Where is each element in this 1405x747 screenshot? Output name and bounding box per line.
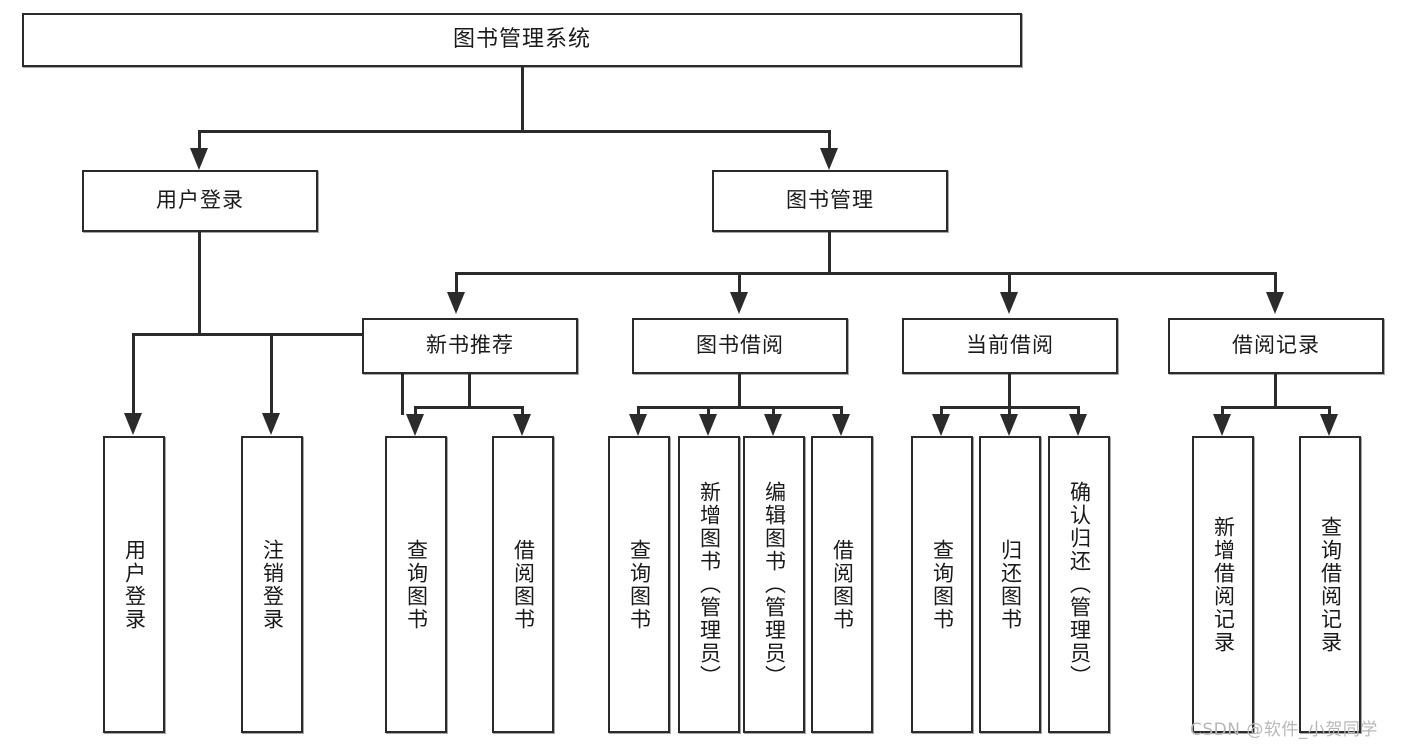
edge-user-login-stem bbox=[198, 232, 201, 335]
node-label: 图书管理 bbox=[786, 188, 874, 213]
edge-drop-new-book-recommend bbox=[455, 272, 458, 294]
node-label: 归还图书 bbox=[998, 538, 1023, 631]
edge-level2-bus bbox=[198, 130, 831, 133]
node-leaf-edit-book[interactable]: 编辑图书（管理员） bbox=[743, 436, 805, 733]
arrow-to-leaf-return-book bbox=[1000, 414, 1018, 436]
arrow-to-leaf-logout-login bbox=[262, 413, 280, 435]
node-leaf-query-record[interactable]: 查询借阅记录 bbox=[1299, 436, 1361, 733]
node-book-manage[interactable]: 图书管理 bbox=[712, 170, 948, 232]
node-borrow-record[interactable]: 借阅记录 bbox=[1168, 318, 1384, 374]
edge-drop-b2 bbox=[840, 406, 843, 418]
edge-drop-leaf-user-login bbox=[132, 333, 135, 415]
arrow-to-new-book-recommend bbox=[447, 292, 465, 314]
edge-drop-book-borrow bbox=[738, 272, 741, 294]
node-leaf-query-book-2[interactable]: 查询图书 bbox=[608, 436, 670, 733]
node-leaf-logout-login[interactable]: 注销登录 bbox=[241, 436, 303, 733]
node-new-book-recommend[interactable]: 新书推荐 bbox=[362, 318, 578, 374]
edge-drop-user-login bbox=[198, 130, 201, 150]
edge-drop-borrow-record bbox=[1274, 272, 1277, 294]
node-leaf-add-record[interactable]: 新增借阅记录 bbox=[1192, 436, 1254, 733]
edge-drop-confirm-return bbox=[1077, 406, 1080, 418]
node-label: 查询图书 bbox=[930, 538, 955, 631]
edge-drop-query-record bbox=[1328, 406, 1331, 418]
arrow-to-book-borrow bbox=[730, 292, 748, 314]
edge-drop-q2 bbox=[637, 406, 640, 418]
edge-drop-current-borrow bbox=[1008, 272, 1011, 294]
arrow-to-leaf-user-login bbox=[124, 413, 142, 435]
edge-drop-edit-book bbox=[772, 406, 775, 418]
node-label: 新增借阅记录 bbox=[1211, 515, 1236, 654]
edge-drop-leaf-logout-login-2 bbox=[270, 333, 273, 415]
node-label: 图书借阅 bbox=[696, 333, 784, 358]
arrow-to-leaf-query-record bbox=[1320, 414, 1338, 436]
edge-root-stem bbox=[521, 67, 524, 132]
arrow-to-borrow-record bbox=[1266, 292, 1284, 314]
node-label: 确认归还（管理员） bbox=[1067, 481, 1092, 688]
edge-book-borrow-bus bbox=[637, 406, 843, 409]
arrow-to-leaf-confirm-return bbox=[1069, 414, 1087, 436]
arrow-to-leaf-borrow-book-2 bbox=[832, 414, 850, 436]
node-leaf-confirm-return[interactable]: 确认归还（管理员） bbox=[1048, 436, 1110, 733]
arrow-to-leaf-edit-book bbox=[764, 414, 782, 436]
edge-new-book-recommend-stem bbox=[468, 374, 471, 408]
node-leaf-query-book-3[interactable]: 查询图书 bbox=[911, 436, 973, 733]
node-leaf-user-login[interactable]: 用户登录 bbox=[103, 436, 165, 733]
arrow-to-current-borrow bbox=[1000, 292, 1018, 314]
edge-drop-return-book bbox=[1008, 406, 1011, 418]
edge-drop-book-manage bbox=[828, 130, 831, 150]
edge-drop-add-book bbox=[707, 406, 710, 418]
node-label: 注销登录 bbox=[260, 538, 285, 631]
edge-book-borrow-stem bbox=[738, 374, 741, 408]
node-leaf-return-book[interactable]: 归还图书 bbox=[979, 436, 1041, 733]
node-label: 新增图书（管理员） bbox=[697, 481, 722, 688]
node-label: 查询图书 bbox=[404, 538, 429, 631]
edge-drop-q3 bbox=[940, 406, 943, 418]
edge-current-borrow-stem bbox=[1008, 374, 1011, 408]
node-current-borrow[interactable]: 当前借阅 bbox=[902, 318, 1118, 374]
edge-user-login-bus bbox=[132, 333, 404, 336]
edge-drop-q1 bbox=[414, 406, 417, 418]
node-user-login[interactable]: 用户登录 bbox=[82, 170, 318, 232]
node-leaf-add-book[interactable]: 新增图书（管理员） bbox=[678, 436, 740, 733]
node-book-borrow[interactable]: 图书借阅 bbox=[632, 318, 848, 374]
arrow-to-leaf-borrow-book-1 bbox=[513, 414, 531, 436]
edge-borrow-record-bus bbox=[1221, 406, 1331, 409]
arrow-to-leaf-add-book bbox=[699, 414, 717, 436]
node-label: 借阅记录 bbox=[1232, 333, 1320, 358]
arrow-to-leaf-query-book-3 bbox=[932, 414, 950, 436]
node-label: 借阅图书 bbox=[830, 538, 855, 631]
arrow-to-leaf-query-book-1 bbox=[406, 414, 424, 436]
node-label: 查询图书 bbox=[627, 538, 652, 631]
edge-drop-b1 bbox=[521, 406, 524, 418]
node-root-book-management-system[interactable]: 图书管理系统 bbox=[22, 13, 1022, 67]
node-label: 新书推荐 bbox=[426, 333, 514, 358]
node-leaf-query-book-1[interactable]: 查询图书 bbox=[385, 436, 447, 733]
node-label: 查询借阅记录 bbox=[1318, 515, 1343, 654]
arrow-to-leaf-query-book-2 bbox=[629, 414, 647, 436]
node-label: 图书管理系统 bbox=[452, 26, 591, 52]
node-label: 用户登录 bbox=[122, 538, 147, 631]
edge-new-book-recommend-bus bbox=[414, 406, 524, 409]
node-leaf-borrow-book-1[interactable]: 借阅图书 bbox=[492, 436, 554, 733]
node-label: 借阅图书 bbox=[511, 538, 536, 631]
arrow-to-leaf-add-record bbox=[1213, 414, 1231, 436]
node-leaf-borrow-book-2[interactable]: 借阅图书 bbox=[811, 436, 873, 733]
edge-drop-add-record bbox=[1221, 406, 1224, 418]
arrow-to-user-login bbox=[190, 148, 208, 170]
node-label: 编辑图书（管理员） bbox=[762, 481, 787, 688]
edge-level3-bus bbox=[455, 272, 1277, 275]
edge-drop-leaf-logout-login bbox=[401, 333, 404, 415]
node-label: 当前借阅 bbox=[966, 333, 1054, 358]
node-label: 用户登录 bbox=[156, 188, 244, 213]
edge-borrow-record-stem bbox=[1274, 374, 1277, 408]
arrow-to-book-manage bbox=[820, 148, 838, 170]
edge-book-manage-stem bbox=[828, 232, 831, 274]
